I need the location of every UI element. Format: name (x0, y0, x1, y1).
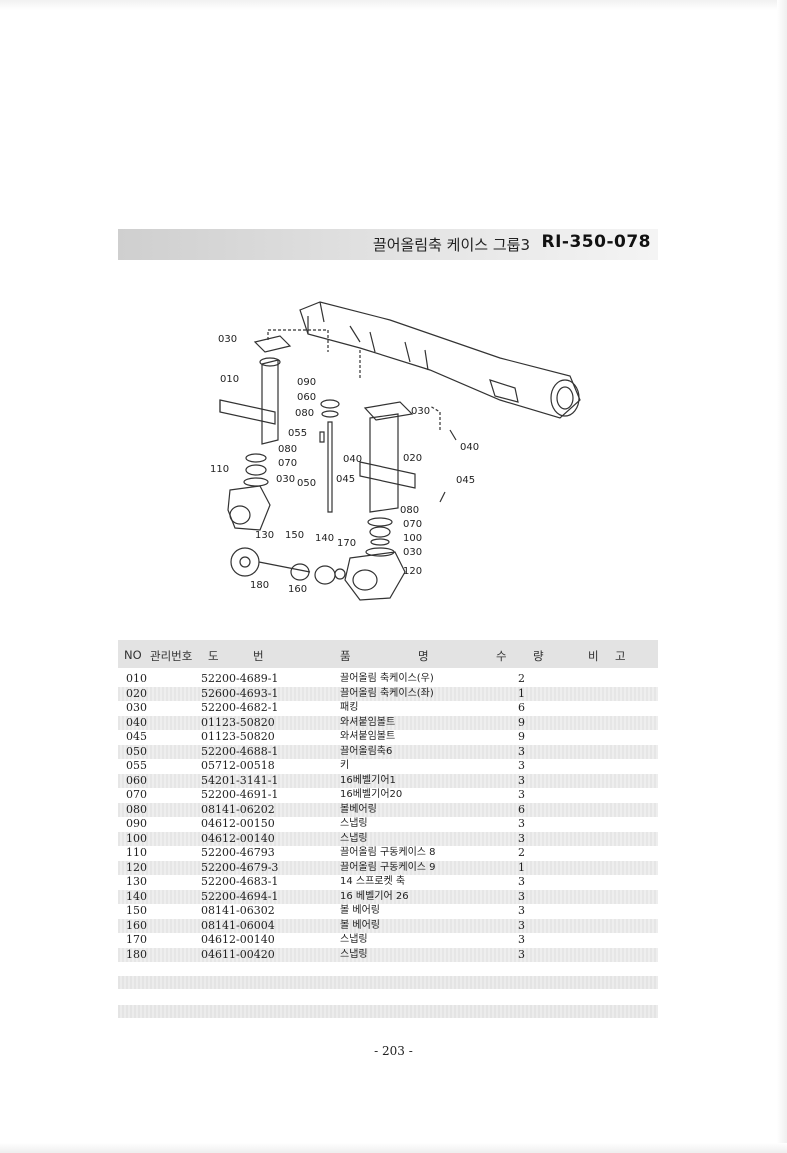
header-no: NO (124, 648, 142, 662)
callout-045: 045 (336, 474, 355, 485)
title-bar (118, 229, 658, 260)
callout-070: 070 (278, 458, 297, 469)
callout-080: 080 (400, 505, 419, 516)
callout-030: 030 (411, 406, 430, 417)
page-number: - 203 - (374, 1044, 413, 1058)
callout-150: 150 (285, 530, 304, 541)
header-mgmt-number: 관리번호 (150, 649, 193, 663)
callout-120: 120 (403, 566, 422, 577)
callout-030: 030 (276, 474, 295, 485)
page-edge-top (0, 0, 787, 10)
part-group-code: RI-350-078 (541, 232, 651, 252)
callout-040: 040 (460, 442, 479, 453)
parts-table-header: NO 관리번호 도 번 품 명 수 량 비 고 (118, 640, 658, 668)
callout-010: 010 (220, 374, 239, 385)
blank-row-strip (118, 976, 658, 989)
callout-030: 030 (218, 334, 237, 345)
header-qty-1: 수 (496, 649, 507, 663)
header-note-1: 비 (588, 649, 599, 663)
callout-110: 110 (210, 464, 229, 475)
callout-090: 090 (297, 377, 316, 388)
callout-080: 080 (278, 444, 297, 455)
callout-050: 050 (297, 478, 316, 489)
callout-060: 060 (297, 392, 316, 403)
callout-100: 100 (403, 533, 422, 544)
callout-140: 140 (315, 533, 334, 544)
callout-180: 180 (250, 580, 269, 591)
callout-020: 020 (403, 453, 422, 464)
header-name-2: 명 (418, 649, 429, 663)
diagram-callouts: 030 010 090 060 080 055 080 070 110 030 … (210, 334, 479, 595)
header-name-1: 품 (340, 649, 351, 663)
callout-080: 080 (295, 408, 314, 419)
callout-030: 030 (403, 547, 422, 558)
page-edge-bottom (0, 1143, 787, 1153)
callout-170: 170 (337, 538, 356, 549)
page-title: 끌어올림축 케이스 그룹3 (372, 236, 530, 254)
callout-040: 040 (343, 454, 362, 465)
callout-055: 055 (288, 428, 307, 439)
header-drawing-2: 번 (253, 649, 264, 663)
header-drawing-1: 도 (208, 649, 219, 663)
callout-130: 130 (255, 530, 274, 541)
blank-row-strip (118, 1005, 658, 1018)
header-qty-2: 량 (533, 649, 544, 663)
exploded-parts-diagram: 030 010 090 060 080 055 080 070 110 030 … (200, 290, 600, 610)
page-edge-right (777, 0, 787, 1153)
callout-160: 160 (288, 584, 307, 595)
header-note-2: 고 (615, 649, 626, 663)
callout-070: 070 (403, 519, 422, 530)
callout-045: 045 (456, 475, 475, 486)
